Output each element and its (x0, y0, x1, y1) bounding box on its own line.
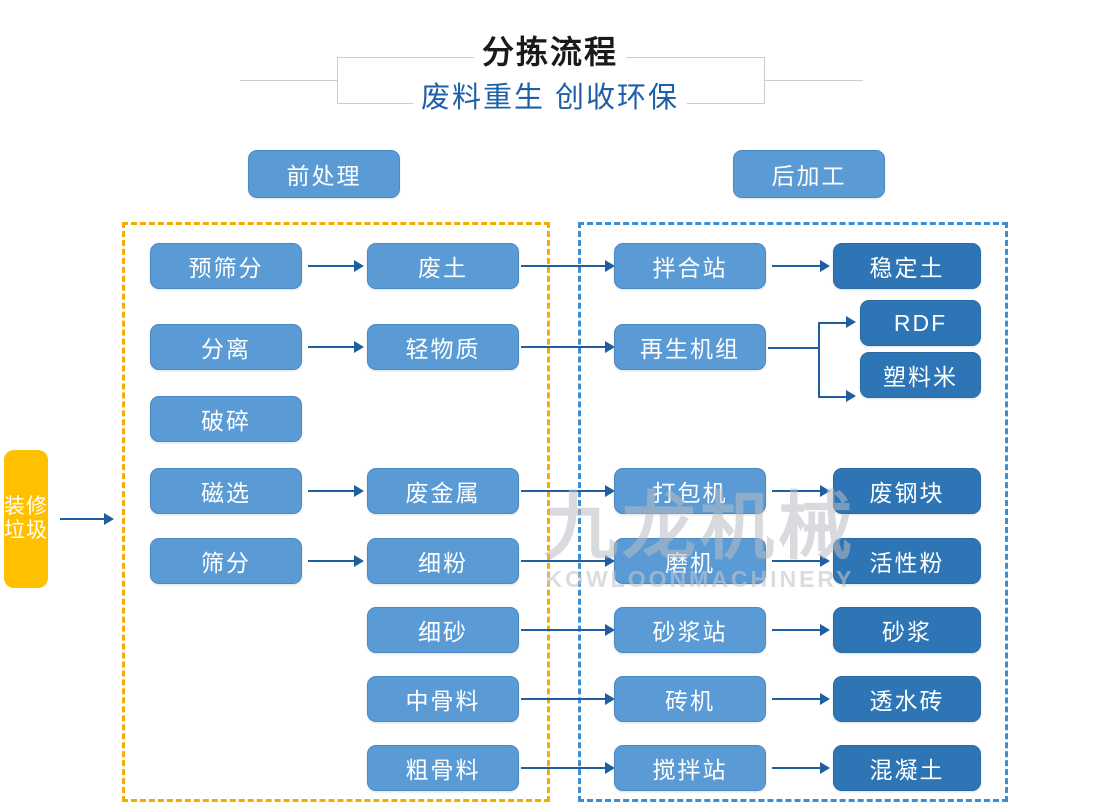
arrow-n20-n21 (772, 616, 834, 644)
node-light-material-label: 轻物质 (405, 336, 481, 362)
node-permeable-brick-label: 透水砖 (869, 688, 945, 714)
arrow-n2-n3 (521, 252, 619, 280)
node-rdf-label: RDF (893, 309, 948, 336)
node-active-powder[interactable]: 活性粉 (833, 538, 981, 584)
input-node-renovation-waste[interactable]: 装修垃圾 (4, 450, 48, 588)
node-waste-soil[interactable]: 废土 (367, 243, 519, 289)
arrow-n22-n23 (521, 685, 619, 713)
node-mortar[interactable]: 砂浆 (833, 607, 981, 653)
node-fine-powder[interactable]: 细粉 (367, 538, 519, 584)
node-crushing[interactable]: 破碎 (150, 396, 302, 442)
node-coarse-aggregate[interactable]: 粗骨料 (367, 745, 519, 791)
arrow-n1-n2 (308, 252, 368, 280)
section-pill-preprocess-label: 前处理 (286, 163, 362, 189)
node-pre-screening-label: 预筛分 (188, 255, 264, 281)
node-fine-sand[interactable]: 细砂 (367, 607, 519, 653)
node-mill[interactable]: 磨机 (614, 538, 766, 584)
node-mortar-station[interactable]: 砂浆站 (614, 607, 766, 653)
arrow-n19-n20 (521, 616, 619, 644)
node-stabilized-soil-label: 稳定土 (869, 255, 945, 281)
node-magnetic-separation-label: 磁选 (201, 480, 251, 506)
node-baler[interactable]: 打包机 (614, 468, 766, 514)
node-mixing-station[interactable]: 拌合站 (614, 243, 766, 289)
arrow-n12-n13 (521, 477, 619, 505)
arrow-n16-n17 (521, 547, 619, 575)
node-concrete-label: 混凝土 (869, 757, 945, 783)
arrow-n5-n6 (308, 333, 368, 361)
node-recycling-unit[interactable]: 再生机组 (614, 324, 766, 370)
node-plastic-pellets-label: 塑料米 (883, 364, 958, 390)
header-rule-right (765, 80, 863, 81)
arrow-n11-n12 (308, 477, 368, 505)
arrow-n3-n4 (772, 252, 834, 280)
node-concrete[interactable]: 混凝土 (833, 745, 981, 791)
preprocess-zone (122, 222, 550, 802)
node-magnetic-separation[interactable]: 磁选 (150, 468, 302, 514)
node-permeable-brick[interactable]: 透水砖 (833, 676, 981, 722)
arrow-n17-n18 (772, 547, 834, 575)
node-rdf[interactable]: RDF (860, 300, 981, 346)
node-screening-label: 筛分 (201, 550, 251, 576)
node-medium-aggregate[interactable]: 中骨料 (367, 676, 519, 722)
page-subtitle: 废料重生 创收环保 (0, 82, 1100, 114)
node-plastic-pellets[interactable]: 塑料米 (860, 352, 981, 398)
arrow-n25-n26 (521, 754, 619, 782)
page-subtitle-text: 废料重生 创收环保 (412, 82, 688, 114)
arrow-n23-n24 (772, 685, 834, 713)
node-scrap-metal[interactable]: 废金属 (367, 468, 519, 514)
page-title-text: 分拣流程 (473, 34, 626, 70)
node-scrap-metal-label: 废金属 (405, 480, 481, 506)
arrow-n13-n14 (772, 477, 834, 505)
arrow-input-to-preprocess (60, 505, 116, 533)
node-screening[interactable]: 筛分 (150, 538, 302, 584)
node-stirring-station[interactable]: 搅拌站 (614, 745, 766, 791)
node-fine-sand-label: 细砂 (418, 619, 468, 645)
postprocess-zone (578, 222, 1008, 802)
arrow-n26-n27 (772, 754, 834, 782)
node-separation[interactable]: 分离 (150, 324, 302, 370)
node-pre-screening[interactable]: 预筛分 (150, 243, 302, 289)
node-brick-machine-label: 砖机 (665, 688, 715, 714)
node-brick-machine[interactable]: 砖机 (614, 676, 766, 722)
branch-connector-recycling-unit (768, 300, 868, 402)
arrow-n6-n7 (521, 333, 619, 361)
node-stirring-station-label: 搅拌站 (652, 757, 728, 783)
node-recycling-unit-label: 再生机组 (640, 336, 740, 362)
node-mortar-label: 砂浆 (882, 619, 932, 645)
page-title: 分拣流程 (0, 34, 1100, 70)
node-coarse-aggregate-label: 粗骨料 (405, 757, 481, 783)
node-stabilized-soil[interactable]: 稳定土 (833, 243, 981, 289)
node-mixing-station-label: 拌合站 (652, 255, 728, 281)
node-waste-soil-label: 废土 (418, 255, 468, 281)
node-mortar-station-label: 砂浆站 (652, 619, 728, 645)
header-rule-left (240, 80, 338, 81)
node-light-material[interactable]: 轻物质 (367, 324, 519, 370)
section-pill-preprocess[interactable]: 前处理 (248, 150, 400, 198)
node-scrap-steel-block[interactable]: 废钢块 (833, 468, 981, 514)
node-medium-aggregate-label: 中骨料 (405, 688, 481, 714)
node-crushing-label: 破碎 (201, 408, 251, 434)
arrow-n15-n16 (308, 547, 368, 575)
node-mill-label: 磨机 (665, 550, 715, 576)
section-pill-postprocess[interactable]: 后加工 (733, 150, 885, 198)
section-pill-postprocess-label: 后加工 (771, 163, 847, 189)
node-separation-label: 分离 (201, 336, 251, 362)
node-scrap-steel-block-label: 废钢块 (869, 480, 945, 506)
node-active-powder-label: 活性粉 (869, 550, 945, 576)
node-fine-powder-label: 细粉 (418, 550, 468, 576)
input-node-label: 装修垃圾 (4, 495, 48, 542)
node-baler-label: 打包机 (652, 480, 728, 506)
